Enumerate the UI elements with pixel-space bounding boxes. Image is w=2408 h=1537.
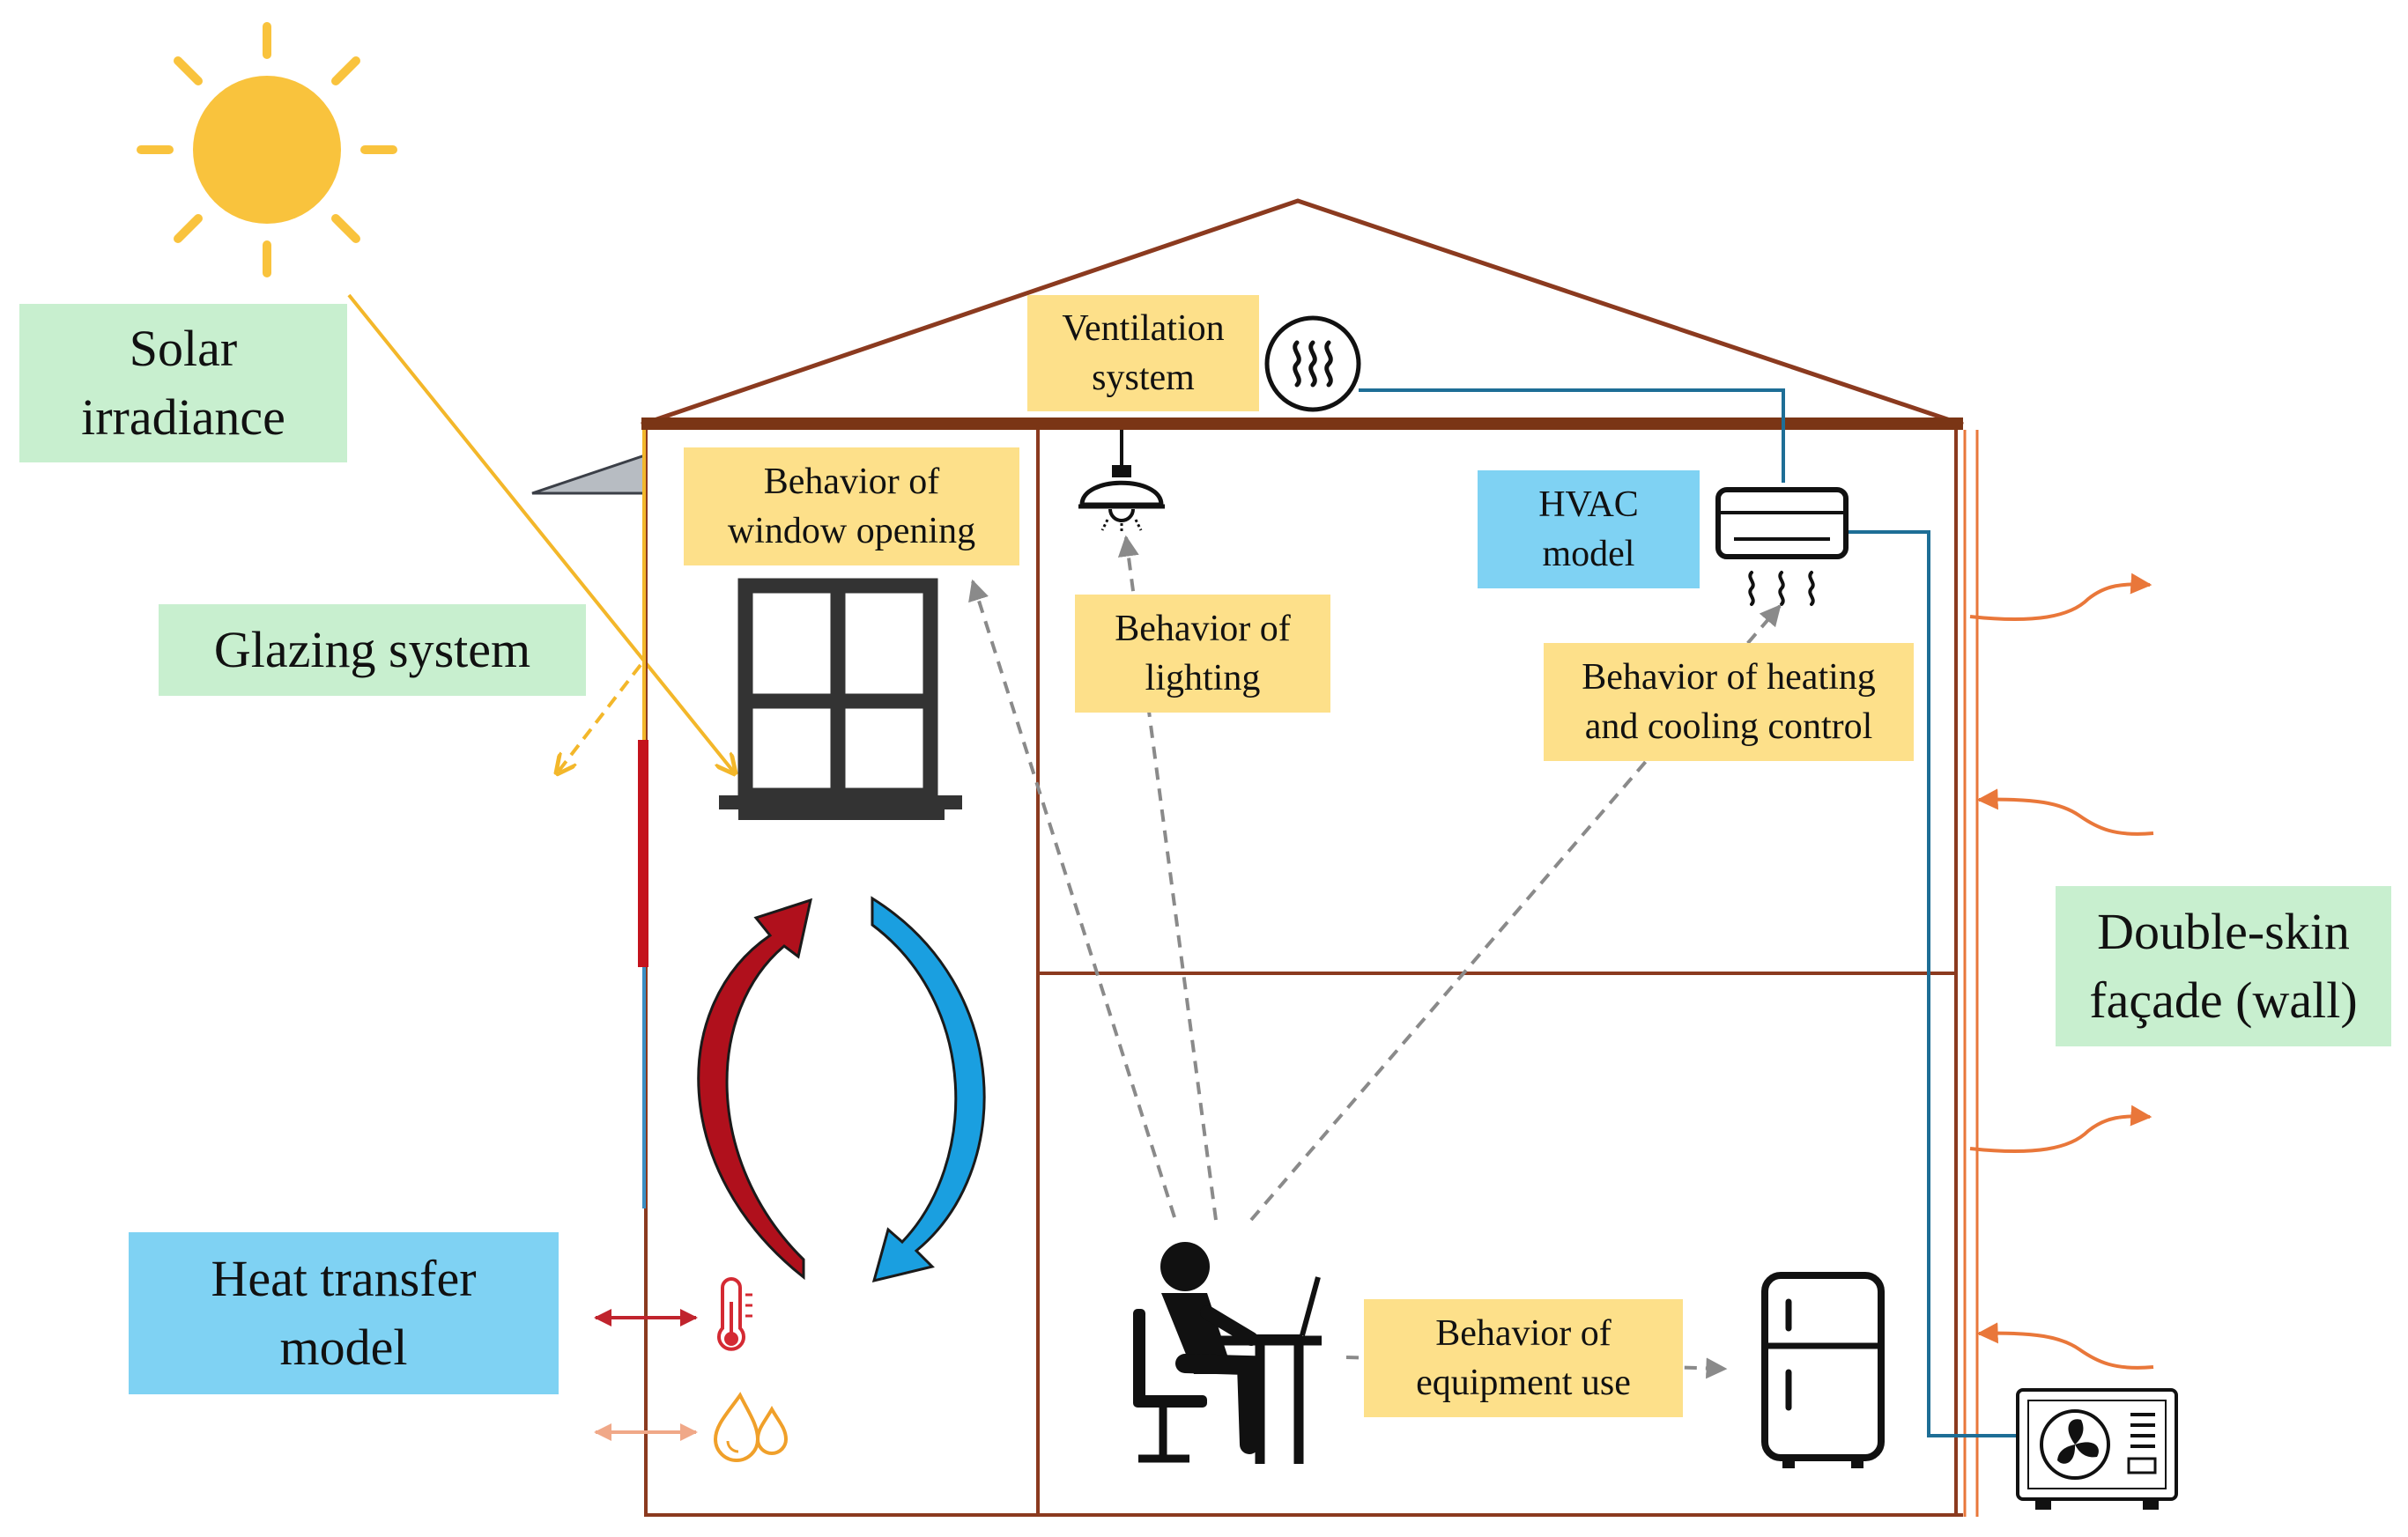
ventilation-system-label: Ventilation system [1027, 295, 1259, 411]
hvac-model-label: HVAC model [1478, 470, 1700, 588]
double-skin-facade-label: Double-skin façade (wall) [2056, 886, 2391, 1046]
lighting-line1: Behavior of [1115, 609, 1291, 649]
double-skin-facade-line2: façade (wall) [2089, 972, 2358, 1029]
glazing-system-label: Glazing system [159, 604, 586, 696]
circulation-arrows-icon [697, 896, 986, 1283]
facade-heat-waves [1969, 573, 2154, 1370]
lamp-icon [1078, 430, 1165, 534]
thermometer-icon [717, 1277, 752, 1351]
glazing-system-text: Glazing system [213, 621, 531, 678]
glazing-red-strip [638, 740, 648, 967]
heat-transfer-line1: Heat transfer [211, 1250, 477, 1307]
lighting-line2: lighting [1145, 658, 1261, 698]
shading-overhang-icon [531, 453, 647, 495]
ventilation-line1: Ventilation [1062, 308, 1225, 349]
outdoor-unit-icon [2016, 1388, 2178, 1510]
roof-beam [641, 418, 1963, 430]
hvac-duct [1359, 388, 2016, 1437]
heating-cooling-label: Behavior of heating and cooling control [1544, 643, 1914, 761]
ventilation-fan-icon [1264, 315, 1361, 412]
window-opening-line1: Behavior of [763, 462, 940, 502]
person-at-laptop-icon [1133, 1242, 1322, 1464]
double-skin-facade-line1: Double-skin [2097, 903, 2350, 960]
sun-icon [137, 22, 397, 277]
air-conditioner-icon [1715, 487, 1849, 606]
solar-irradiance-label: Solar irradiance [19, 304, 347, 462]
heat-transfer-model-label: Heat transfer model [129, 1232, 559, 1394]
ventilation-line2: system [1092, 358, 1195, 398]
humidity-drops-icon [713, 1392, 789, 1462]
window-opening-line2: window opening [727, 511, 976, 551]
equipment-use-line1: Behavior of [1435, 1313, 1612, 1354]
refrigerator-icon [1761, 1272, 1885, 1468]
window-opening-label: Behavior of window opening [684, 447, 1019, 565]
double-skin-facade [1963, 430, 1979, 1517]
solar-irradiance-line2: irradiance [81, 388, 285, 446]
hvac-line2: model [1542, 534, 1635, 574]
equipment-use-line2: equipment use [1416, 1363, 1631, 1403]
roof [641, 198, 1964, 427]
hvac-line1: HVAC [1538, 484, 1639, 525]
reflected-ray [557, 663, 642, 773]
heat-transfer-line2: model [279, 1319, 408, 1376]
solar-ray [347, 293, 735, 773]
equipment-use-label: Behavior of equipment use [1364, 1299, 1683, 1417]
lighting-label: Behavior of lighting [1075, 595, 1330, 713]
heating-cooling-line2: and cooling control [1584, 706, 1873, 747]
window-icon [719, 578, 962, 820]
heating-cooling-line1: Behavior of heating [1582, 657, 1876, 698]
solar-irradiance-line1: Solar [129, 320, 238, 377]
